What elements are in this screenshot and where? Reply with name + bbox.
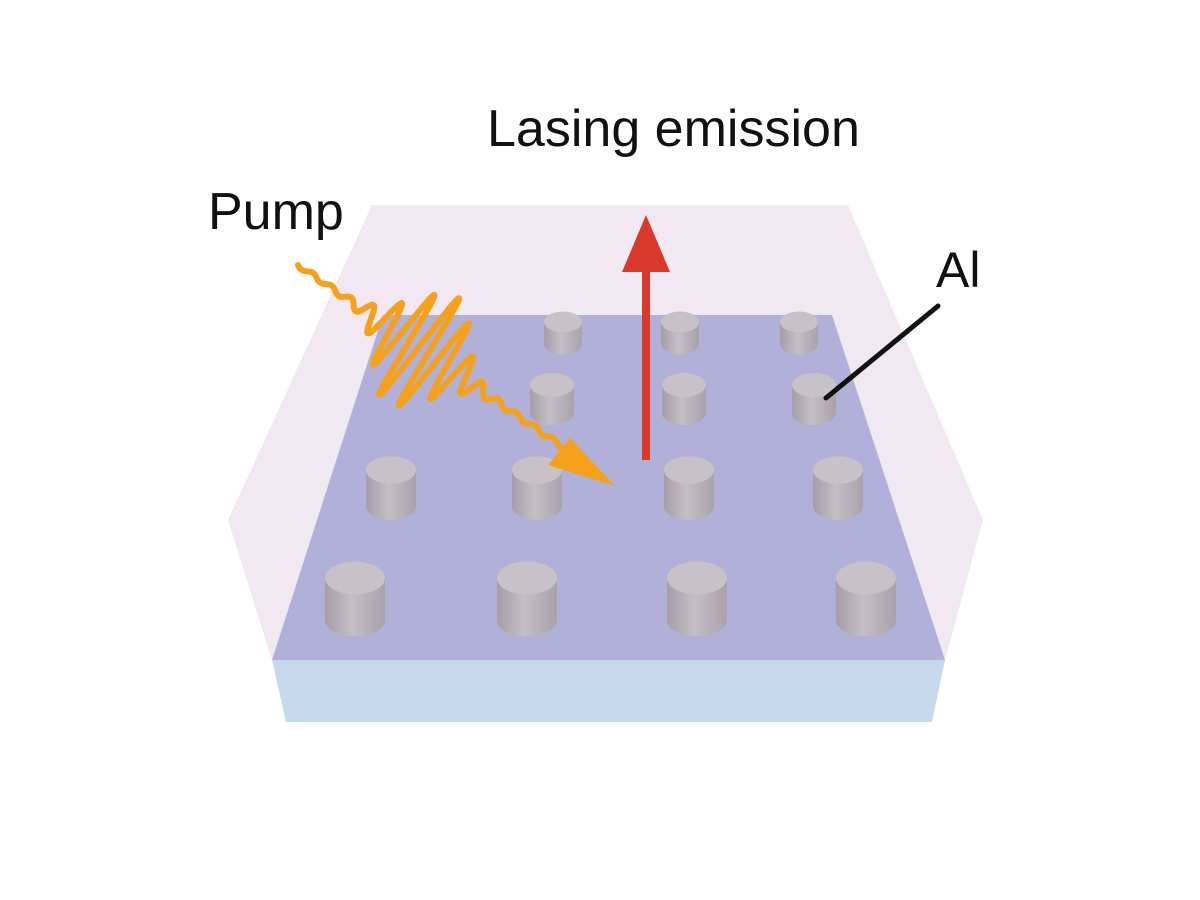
- al-nanoparticle: [664, 456, 714, 520]
- substrate-side: [272, 660, 945, 722]
- al-nanoparticle: [512, 456, 562, 520]
- emission-arrow: [622, 215, 670, 460]
- al-nanoparticle: [780, 311, 818, 355]
- substrate-top: [272, 315, 945, 660]
- al-nanoparticle: [836, 561, 896, 637]
- al-nanoparticle: [325, 561, 385, 637]
- al-nanoparticle: [497, 561, 557, 637]
- emission-label: Lasing emission: [487, 100, 860, 158]
- al-nanoparticle: [544, 311, 582, 355]
- al-nanoparticle: [662, 372, 706, 426]
- nanoparticle-array: [325, 311, 896, 637]
- al-label: Al: [936, 242, 981, 298]
- pump-label: Pump: [208, 183, 344, 241]
- al-nanoparticle: [530, 372, 574, 426]
- al-nanoparticle: [792, 372, 836, 426]
- al-pointer-line: [823, 303, 941, 401]
- al-nanoparticle: [813, 456, 863, 520]
- al-nanoparticle: [661, 311, 699, 355]
- al-nanoparticle: [667, 561, 727, 637]
- pump-arrowhead: [548, 438, 615, 486]
- al-nanoparticle: [366, 456, 416, 520]
- pump-pulse: [295, 262, 615, 486]
